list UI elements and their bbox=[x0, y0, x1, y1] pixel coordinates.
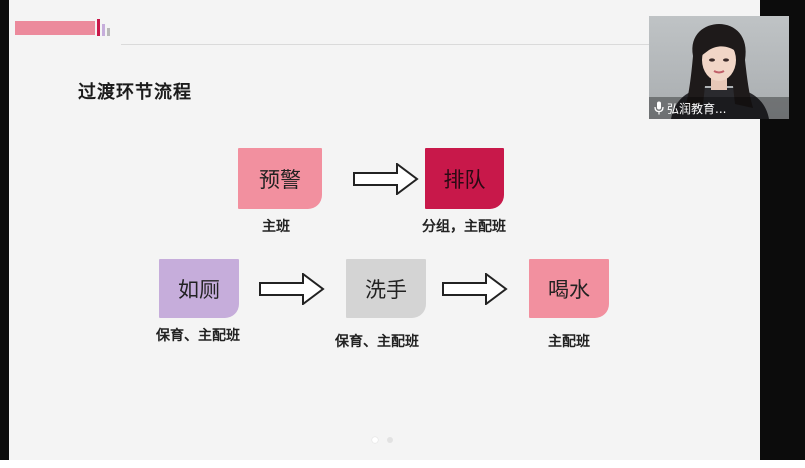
step-label: 主配班 bbox=[548, 334, 590, 350]
header-decoration-bar bbox=[102, 24, 105, 36]
bottom-strip bbox=[0, 460, 805, 468]
step-label: 保育、主配班 bbox=[335, 334, 419, 350]
arrow-right-icon bbox=[353, 163, 419, 195]
step-box-queue: 排队 bbox=[425, 148, 504, 209]
step-label: 分组，主配班 bbox=[422, 219, 506, 235]
participant-avatar bbox=[671, 24, 769, 119]
step-label: 主班 bbox=[262, 219, 290, 235]
page-indicator-dot[interactable] bbox=[387, 437, 393, 443]
step-box-text: 喝水 bbox=[548, 277, 590, 302]
page-indicator-dot-active[interactable] bbox=[372, 437, 378, 443]
header-decoration-bar bbox=[97, 19, 100, 36]
participant-video[interactable]: 弘润教育... bbox=[649, 16, 789, 119]
step-label: 保育、主配班 bbox=[156, 328, 240, 344]
step-box-handwash: 洗手 bbox=[346, 259, 426, 318]
header-decoration bbox=[15, 21, 95, 35]
step-box-text: 预警 bbox=[259, 167, 301, 192]
step-box-text: 如厕 bbox=[178, 277, 220, 302]
presentation-slide: 过渡环节流程 预警 主班 排队 分组，主配班 如厕 保育、主配班 洗手 保育、主… bbox=[9, 0, 760, 460]
step-box-toilet: 如厕 bbox=[159, 259, 239, 318]
slide-title: 过渡环节流程 bbox=[78, 82, 192, 103]
step-box-text: 排队 bbox=[443, 167, 486, 192]
step-box-drink-water: 喝水 bbox=[529, 259, 609, 318]
header-divider bbox=[121, 44, 760, 45]
step-box-text: 洗手 bbox=[365, 277, 407, 302]
header-decoration-bar bbox=[107, 28, 110, 36]
left-black-bar bbox=[0, 0, 9, 468]
arrow-right-icon bbox=[259, 273, 325, 305]
arrow-right-icon bbox=[442, 273, 508, 305]
microphone-icon[interactable] bbox=[654, 101, 664, 115]
participant-name: 弘润教育... bbox=[667, 101, 727, 116]
participant-name-bar: 弘润教育... bbox=[649, 97, 789, 119]
step-box-warning: 预警 bbox=[238, 148, 322, 209]
